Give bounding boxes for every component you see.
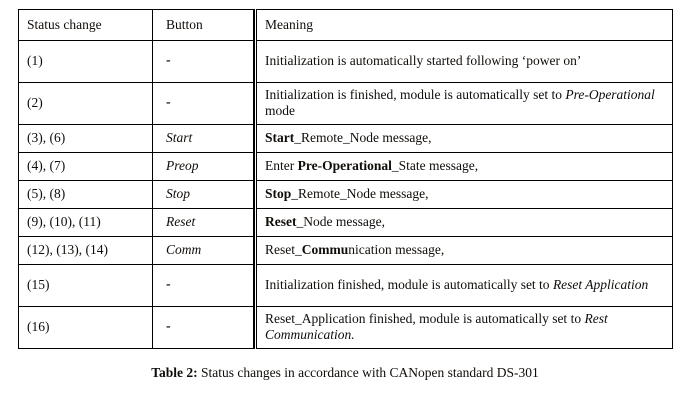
meaning-text-run: _State message, — [391, 158, 479, 174]
cell-meaning: Stop_Remote_Node message, — [254, 180, 673, 209]
cell-status-change: (1) — [18, 40, 153, 83]
column-header-button: Button — [152, 9, 256, 41]
meaning-text-run: Initialization is automatically started … — [265, 53, 582, 69]
table-row: (2)- Initialization is finished, module i… — [18, 82, 673, 125]
caption-text: Status changes in accordance with CANope… — [197, 365, 539, 380]
table-header-row: Status change Button Meaning — [18, 9, 673, 41]
meaning-text-run: Initialization finished, module is autom… — [265, 277, 553, 293]
button-none-dash: - — [166, 95, 171, 111]
cell-status-change: (2) — [18, 82, 153, 125]
meaning-text-run: Stop — [265, 186, 292, 202]
cell-button: - — [152, 40, 256, 83]
button-name: Comm — [166, 242, 202, 258]
table-header: Status change Button Meaning — [18, 9, 673, 41]
cell-meaning: Reset_Communication message, — [254, 236, 673, 265]
cell-button: Comm — [152, 236, 256, 265]
status-changes-table-container: Status change Button Meaning (1)-Initial… — [18, 9, 673, 349]
meaning-text-run: Rest Communication — [265, 311, 608, 342]
button-name: Stop — [166, 186, 191, 202]
caption-label: Table 2: — [151, 365, 198, 380]
cell-meaning: Enter Pre-Operational_State message, — [254, 152, 673, 181]
button-none-dash: - — [166, 277, 171, 293]
table-row: (4), (7) Preop Enter Pre-Operational_State… — [18, 152, 673, 181]
cell-button: - — [152, 264, 256, 307]
table-body: (1)-Initialization is automatically star… — [18, 40, 673, 349]
cell-meaning: Initialization is finished, module is au… — [254, 82, 673, 125]
cell-button: Reset — [152, 208, 256, 237]
cell-status-change: (12), (13), (14) — [18, 236, 153, 265]
cell-button: Start — [152, 124, 256, 153]
meaning-text-run: . — [351, 327, 355, 342]
cell-button: Stop — [152, 180, 256, 209]
cell-button: - — [152, 306, 256, 349]
meaning-text-run: Reset_ — [265, 242, 302, 258]
table-row: (15)- Initialization finished, module is … — [18, 264, 673, 307]
meaning-text-run: Reset_Application finished, module is au… — [265, 311, 585, 327]
button-none-dash: - — [166, 53, 171, 69]
meaning-text-run: Pre-Operational — [297, 158, 392, 174]
button-none-dash: - — [166, 319, 171, 335]
meaning-text-run: Start — [265, 130, 295, 146]
column-header-meaning: Meaning — [254, 9, 673, 41]
cell-meaning: Reset_Application finished, module is au… — [254, 306, 673, 349]
meaning-text-run: _Remote_Node message, — [294, 130, 432, 146]
cell-status-change: (9), (10), (11) — [18, 208, 153, 237]
cell-button: - — [152, 82, 256, 125]
meaning-text-run: _Node message, — [296, 214, 385, 230]
table-caption: Table 2: Status changes in accordance wi… — [0, 365, 690, 381]
meaning-text-run: Initialization is finished, module is au… — [265, 87, 566, 103]
button-name: Preop — [166, 158, 199, 174]
meaning-text-run: Enter — [265, 158, 298, 174]
cell-button: Preop — [152, 152, 256, 181]
cell-meaning: Reset_Node message, — [254, 208, 673, 237]
column-header-status-change: Status change — [18, 9, 153, 41]
meaning-text-run: nication message, — [348, 242, 445, 258]
cell-status-change: (16) — [18, 306, 153, 349]
button-name: Start — [166, 130, 193, 146]
table-row: (12), (13), (14) Comm Reset_Communication … — [18, 236, 673, 265]
status-changes-table: Status change Button Meaning (1)-Initial… — [18, 9, 673, 349]
meaning-text-run: Commu — [301, 242, 349, 258]
meaning-text-run: Reset Application — [552, 277, 649, 293]
table-row: (1)- Initialization is automatically star… — [18, 40, 673, 83]
cell-status-change: (3), (6) — [18, 124, 153, 153]
meaning-text-run: mode — [265, 103, 295, 118]
meaning-text-run: _Remote_Node message, — [291, 186, 429, 202]
table-row: (16)- Reset_Application finished, module … — [18, 306, 673, 349]
meaning-text-run: Pre-Operational — [565, 87, 655, 103]
button-name: Reset — [166, 214, 196, 230]
cell-meaning: Initialization is automatically started … — [254, 40, 673, 83]
cell-meaning: Initialization finished, module is autom… — [254, 264, 673, 307]
cell-meaning: Start_Remote_Node message, — [254, 124, 673, 153]
meaning-text-run: Reset — [265, 214, 297, 230]
cell-status-change: (5), (8) — [18, 180, 153, 209]
cell-status-change: (4), (7) — [18, 152, 153, 181]
cell-status-change: (15) — [18, 264, 153, 307]
